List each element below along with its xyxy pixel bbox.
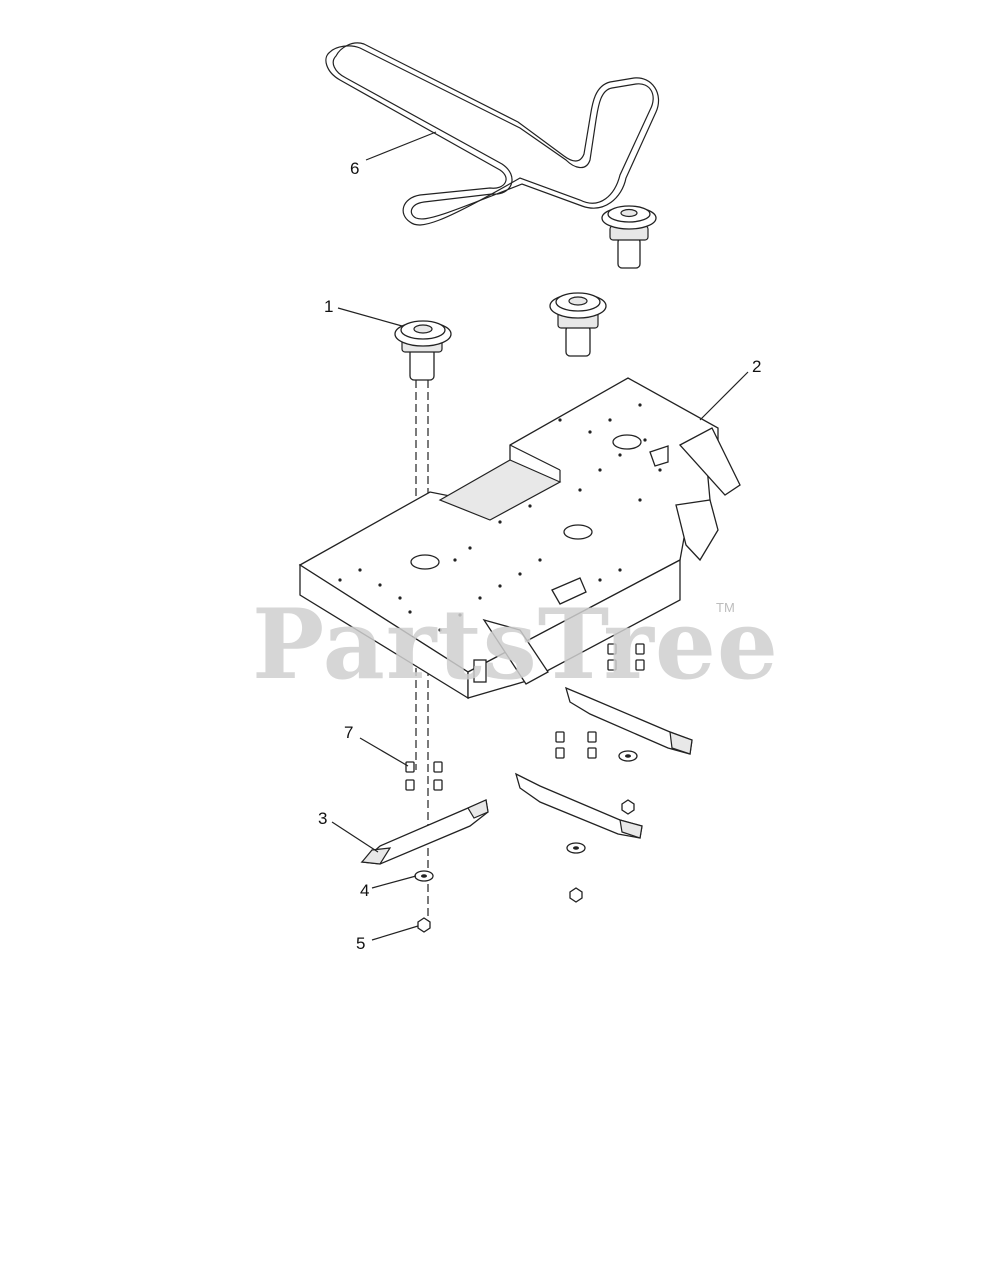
drive-belt bbox=[325, 42, 660, 226]
callout-4: 4 bbox=[360, 881, 369, 900]
spindle-assembly-1 bbox=[394, 320, 452, 381]
spindle-assembly-right bbox=[601, 205, 657, 269]
callout-2: 2 bbox=[752, 357, 761, 376]
blade-left bbox=[360, 799, 489, 865]
callout-1: 1 bbox=[324, 297, 333, 316]
callout-6: 6 bbox=[350, 159, 359, 178]
callout-leaders bbox=[331, 131, 749, 941]
blade-center bbox=[514, 772, 643, 839]
watermark-text: PartsTree bbox=[252, 588, 779, 701]
bolts-center bbox=[555, 731, 597, 759]
callout-7: 7 bbox=[344, 723, 353, 742]
watermark-trademark: TM bbox=[716, 600, 735, 615]
callout-3: 3 bbox=[318, 809, 327, 828]
washers bbox=[414, 750, 638, 882]
mower-deck bbox=[298, 377, 741, 700]
nuts bbox=[417, 799, 635, 933]
callout-5: 5 bbox=[356, 934, 365, 953]
blade-right bbox=[565, 686, 693, 755]
bolts-right bbox=[607, 643, 645, 671]
deck-holes bbox=[338, 403, 662, 632]
bolts-left bbox=[405, 761, 443, 791]
spindle-assembly-center bbox=[549, 292, 607, 357]
